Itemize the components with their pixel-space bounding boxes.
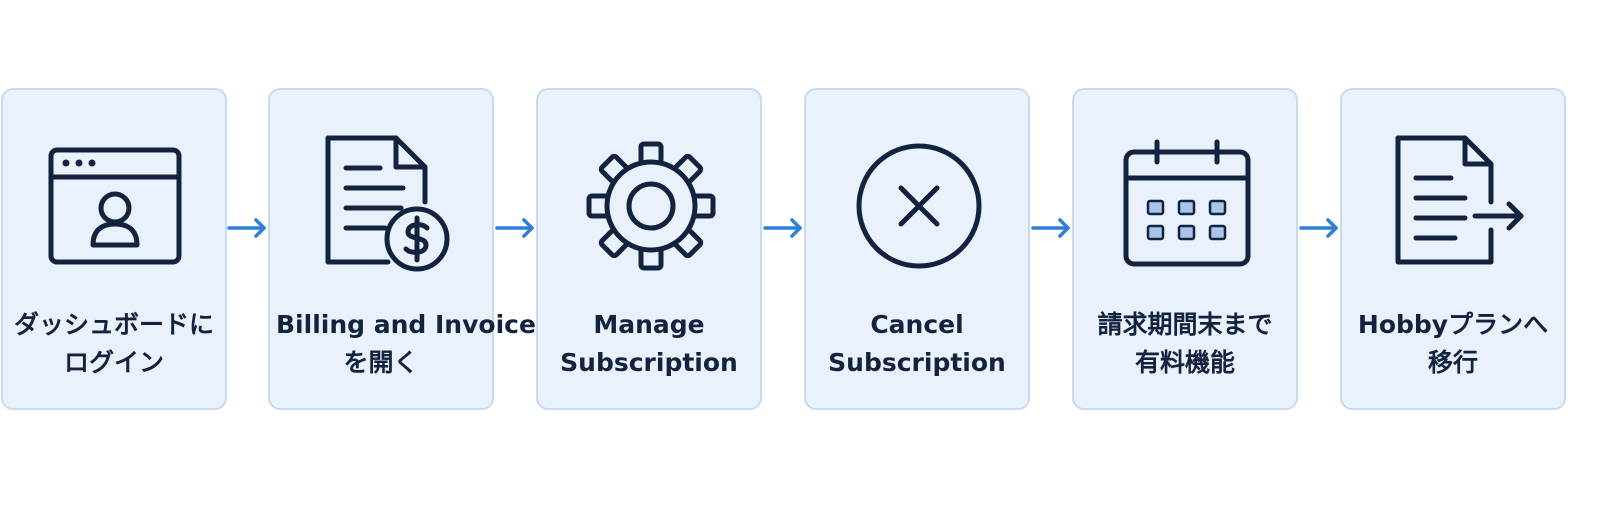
step-label-line: 移行 (1427, 348, 1478, 377)
step-label-line: 有料機能 (1134, 348, 1235, 377)
step-label: Cancel Subscription (812, 306, 1022, 382)
step-label-line: Subscription (828, 348, 1006, 377)
step-label-line: ダッシュボードに (13, 310, 214, 339)
step-label-line: Billing and Invoices (276, 310, 551, 339)
step-label-line: 請求期間末まで (1097, 310, 1273, 339)
browser-user-icon (46, 130, 186, 280)
step-card-login-dashboard: ダッシュボードに ログイン (1, 88, 227, 410)
step-label: Manage Subscription (544, 306, 754, 382)
flow-arrow (1031, 214, 1073, 242)
calendar-icon (1117, 130, 1257, 280)
step-label-line: Cancel (870, 310, 964, 339)
process-flow: ダッシュボードに ログイン Billing a (0, 88, 1600, 410)
step-label-line: Manage (593, 310, 705, 339)
step-card-paid-features-until-period-end: 請求期間末まで 有料機能 (1072, 88, 1298, 410)
document-export-icon (1385, 130, 1525, 280)
step-label-line: を開く (343, 348, 419, 377)
step-card-manage-subscription: Manage Subscription (536, 88, 762, 410)
step-label-line: Subscription (560, 348, 738, 377)
invoice-dollar-icon (313, 130, 453, 280)
step-card-billing-invoices: Billing and Invoices を開く (268, 88, 551, 410)
flow-arrow (763, 214, 805, 242)
flow-arrow (1299, 214, 1341, 242)
step-label: ダッシュボードに ログイン (9, 306, 219, 382)
flow-arrow (495, 214, 537, 242)
gear-icon (581, 130, 721, 280)
step-label: 請求期間末まで 有料機能 (1080, 306, 1290, 382)
step-label-line: Hobbyプランへ (1357, 310, 1549, 339)
step-label-line: ログイン (63, 348, 164, 377)
step-label: Billing and Invoices を開く (276, 306, 551, 382)
flow-arrow (227, 214, 269, 242)
step-card-cancel-subscription: Cancel Subscription (804, 88, 1030, 410)
step-card-move-to-hobby-plan: Hobbyプランへ 移行 (1340, 88, 1566, 410)
cancel-circle-icon (849, 130, 989, 280)
step-label: Hobbyプランへ 移行 (1348, 306, 1558, 382)
